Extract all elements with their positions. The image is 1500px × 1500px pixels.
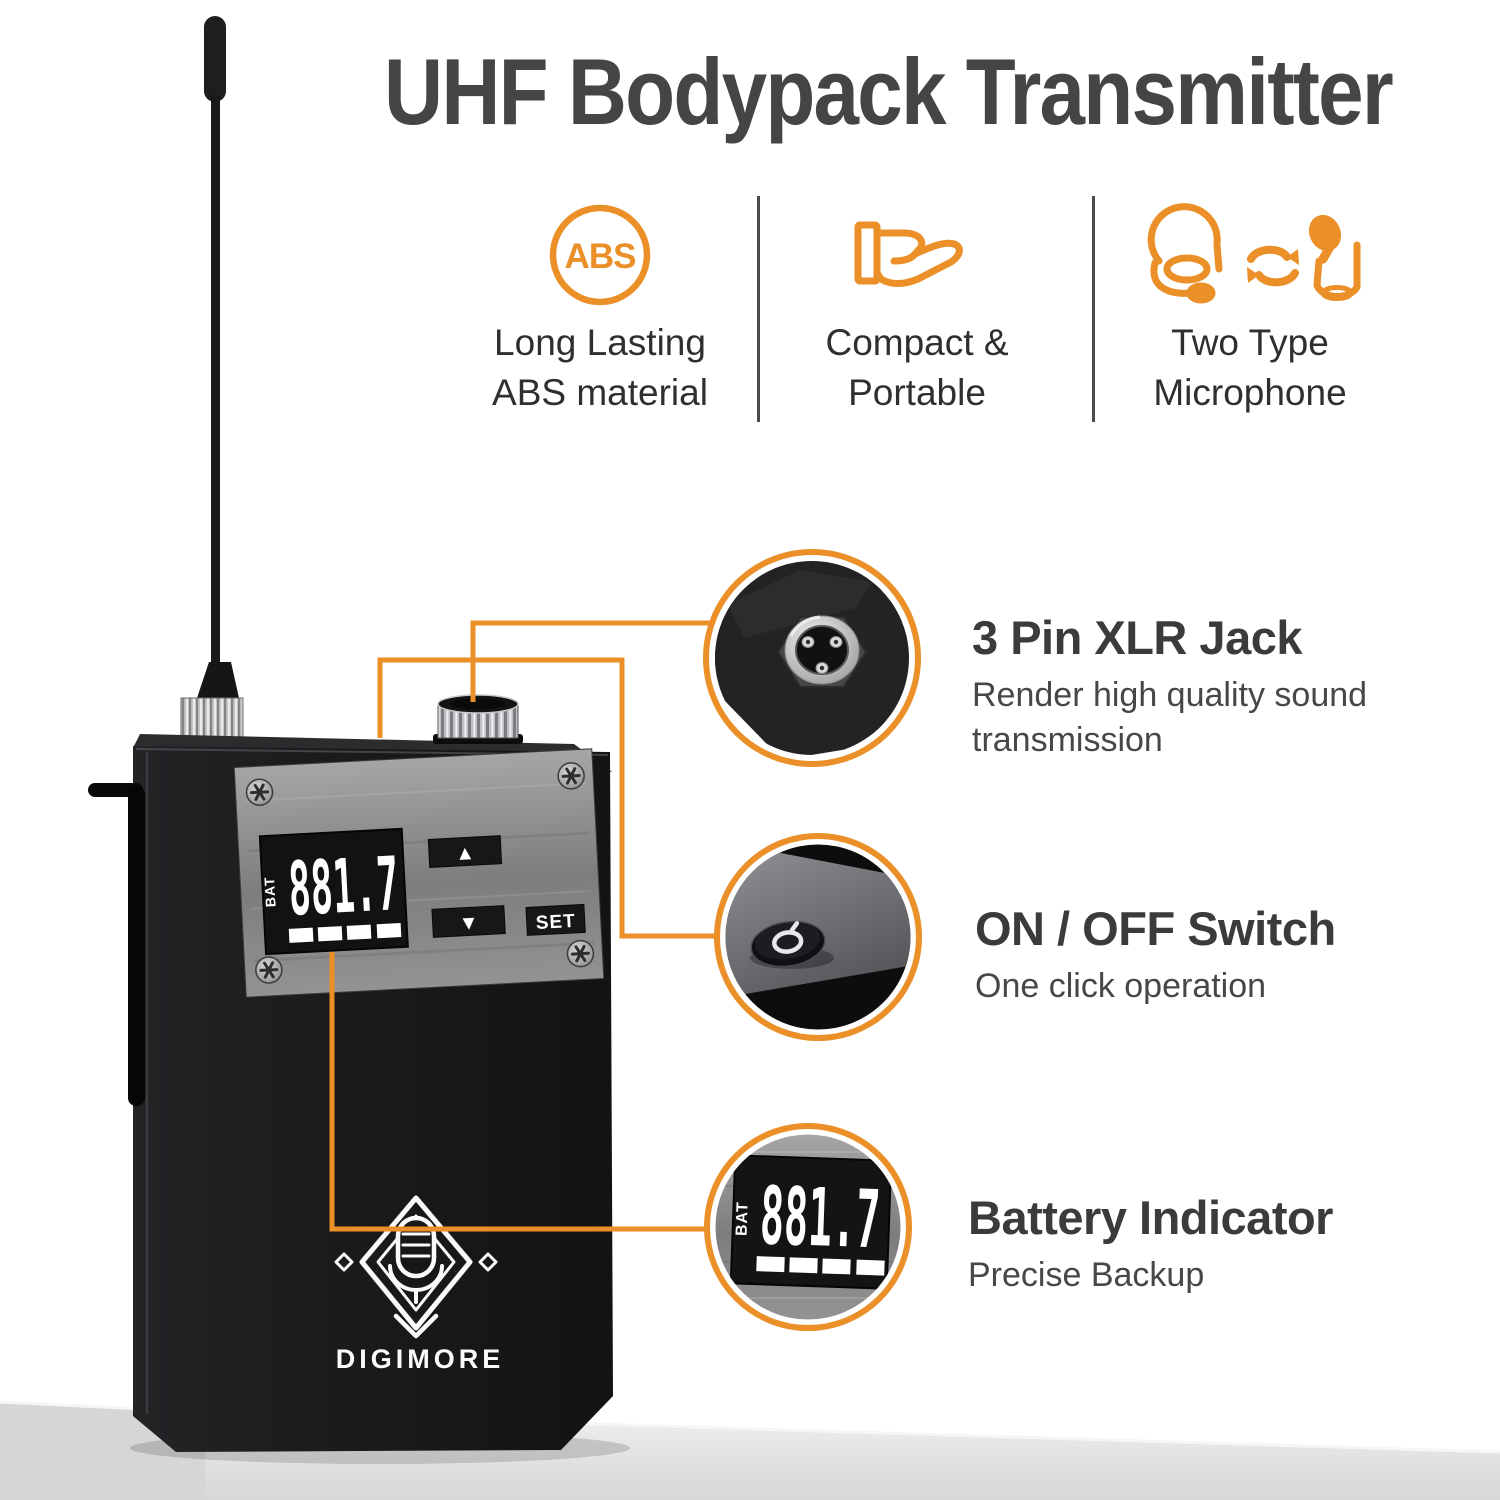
- feature-abs-line2: ABS material: [492, 372, 708, 413]
- frequency-readout: 881.7: [286, 841, 400, 933]
- up-arrow-icon: ▲: [455, 842, 476, 865]
- lcd-display: BAT 881.7: [258, 827, 409, 956]
- set-button-label: SET: [535, 911, 576, 934]
- up-button: ▲: [427, 835, 503, 868]
- antenna-knurled-base: [180, 697, 244, 741]
- callout-switch: ON / OFF Switch One click operation: [975, 901, 1336, 1009]
- abs-circle-icon: ABS: [549, 204, 651, 306]
- feature-portable-line1: Compact &: [825, 322, 1009, 363]
- feature-abs: ABS Long Lasting ABS material: [430, 196, 770, 418]
- callout-lines: [329, 620, 719, 1232]
- switch-callout-circle: [714, 833, 922, 1041]
- battery-callout-circle: BAT 881.7: [704, 1123, 912, 1331]
- xlr-callout-line: [470, 620, 714, 702]
- bat-label: BAT: [261, 876, 279, 908]
- hand-holding-icon: [854, 221, 963, 287]
- belt-clip: [88, 783, 145, 1106]
- callout-switch-heading: ON / OFF Switch: [975, 902, 1336, 955]
- feature-divider: [1092, 196, 1095, 422]
- abs-badge-label: ABS: [565, 237, 636, 276]
- battery-bars: [756, 1256, 885, 1276]
- feature-two-mic: Two Type Microphone: [1080, 196, 1420, 418]
- battery-callout-line: [329, 952, 709, 1232]
- bodypack-device: BAT 881.7 ▲ ▼: [88, 16, 613, 1452]
- callout-xlr-heading: 3 Pin XLR Jack: [972, 611, 1303, 664]
- xlr-pins-icon: [801, 636, 843, 674]
- screw-icon: [557, 762, 585, 790]
- down-arrow-icon: ▼: [458, 912, 479, 935]
- power-button-icon: [750, 920, 826, 968]
- bat-label: BAT: [733, 1201, 751, 1236]
- callout-xlr-description: Render high quality sound transmission: [972, 676, 1368, 759]
- feature-portable-line2: Portable: [848, 372, 986, 413]
- headset-lavalier-swap-icon: [1147, 203, 1361, 304]
- callout-xlr: 3 Pin XLR Jack Render high quality sound…: [972, 610, 1442, 763]
- page-title: UHF Bodypack Transmitter: [384, 39, 1394, 144]
- screw-icon: [255, 956, 283, 984]
- callout-battery: Battery Indicator Precise Backup: [968, 1190, 1333, 1298]
- switch-callout-line: [377, 657, 719, 939]
- frequency-readout: 881.7: [759, 1169, 882, 1266]
- screw-icon: [566, 939, 595, 968]
- feature-portable: Compact & Portable: [747, 196, 1087, 418]
- feature-divider: [757, 196, 760, 422]
- down-button: ▼: [431, 905, 506, 938]
- feature-two-mic-line2: Microphone: [1153, 372, 1347, 413]
- battery-display-zoom: BAT 881.7: [729, 1154, 893, 1290]
- brand-logo-icon: [334, 1195, 498, 1339]
- callout-battery-description: Precise Backup: [968, 1256, 1205, 1294]
- brand-name: DIGIMORE: [336, 1344, 505, 1374]
- feature-abs-line1: Long Lasting: [494, 322, 706, 363]
- screw-icon: [245, 778, 274, 806]
- xlr-socket-top: [433, 694, 523, 744]
- battery-bars: [288, 923, 402, 943]
- feature-two-mic-line1: Two Type: [1171, 322, 1329, 363]
- xlr-callout-circle: [703, 549, 921, 767]
- callout-battery-heading: Battery Indicator: [968, 1191, 1333, 1244]
- faceplate: BAT 881.7 ▲ ▼: [233, 748, 605, 998]
- callout-switch-description: One click operation: [975, 967, 1267, 1005]
- antenna: [180, 16, 244, 741]
- set-button: SET: [525, 903, 586, 936]
